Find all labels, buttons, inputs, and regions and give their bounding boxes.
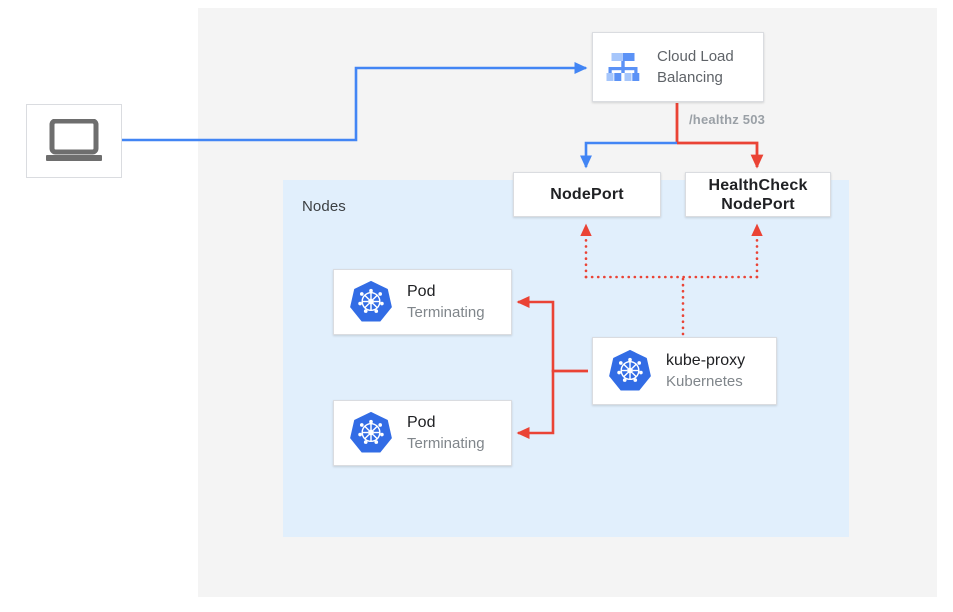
cloud-load-balancing-icon: [606, 53, 640, 81]
healthz-status-label: /healthz 503: [689, 112, 766, 127]
pod-node[interactable]: Pod Terminating: [333, 400, 512, 466]
nodeport-label: NodePort: [550, 186, 624, 203]
healthcheck-nodeport-label-line2: NodePort: [721, 195, 795, 213]
pod-title: Pod: [407, 283, 436, 300]
pod-title: Pod: [407, 414, 436, 431]
pod-label-group: Pod Terminating: [407, 412, 485, 454]
kube-proxy-title: kube-proxy: [666, 352, 746, 369]
pod-label-group: Pod Terminating: [407, 281, 485, 323]
pod-status: Terminating: [407, 304, 485, 321]
client-node[interactable]: [26, 104, 122, 178]
healthcheck-nodeport-node[interactable]: HealthCheck NodePort: [685, 172, 831, 217]
kube-proxy-node[interactable]: kube-proxy Kubernetes: [592, 337, 777, 405]
cloud-load-balancing-node[interactable]: Cloud Load Balancing: [592, 32, 764, 102]
nodeport-node[interactable]: NodePort: [513, 172, 661, 217]
cloud-load-balancing-label-line1: Cloud Load: [657, 48, 734, 65]
kubernetes-icon: [350, 280, 392, 322]
cloud-load-balancing-label: Cloud Load Balancing: [657, 46, 734, 88]
nodes-region-label: Nodes: [302, 198, 346, 215]
cloud-load-balancing-label-line2: Balancing: [657, 69, 723, 86]
pod-status: Terminating: [407, 435, 485, 452]
kubernetes-icon: [609, 349, 651, 391]
healthcheck-nodeport-label: HealthCheck NodePort: [708, 176, 807, 214]
kube-proxy-label-group: kube-proxy Kubernetes: [666, 350, 745, 392]
pod-node[interactable]: Pod Terminating: [333, 269, 512, 335]
healthcheck-nodeport-label-line1: HealthCheck: [708, 176, 808, 194]
kube-proxy-subtitle: Kubernetes: [666, 373, 743, 390]
laptop-icon: [46, 119, 102, 161]
kubernetes-icon: [350, 411, 392, 453]
